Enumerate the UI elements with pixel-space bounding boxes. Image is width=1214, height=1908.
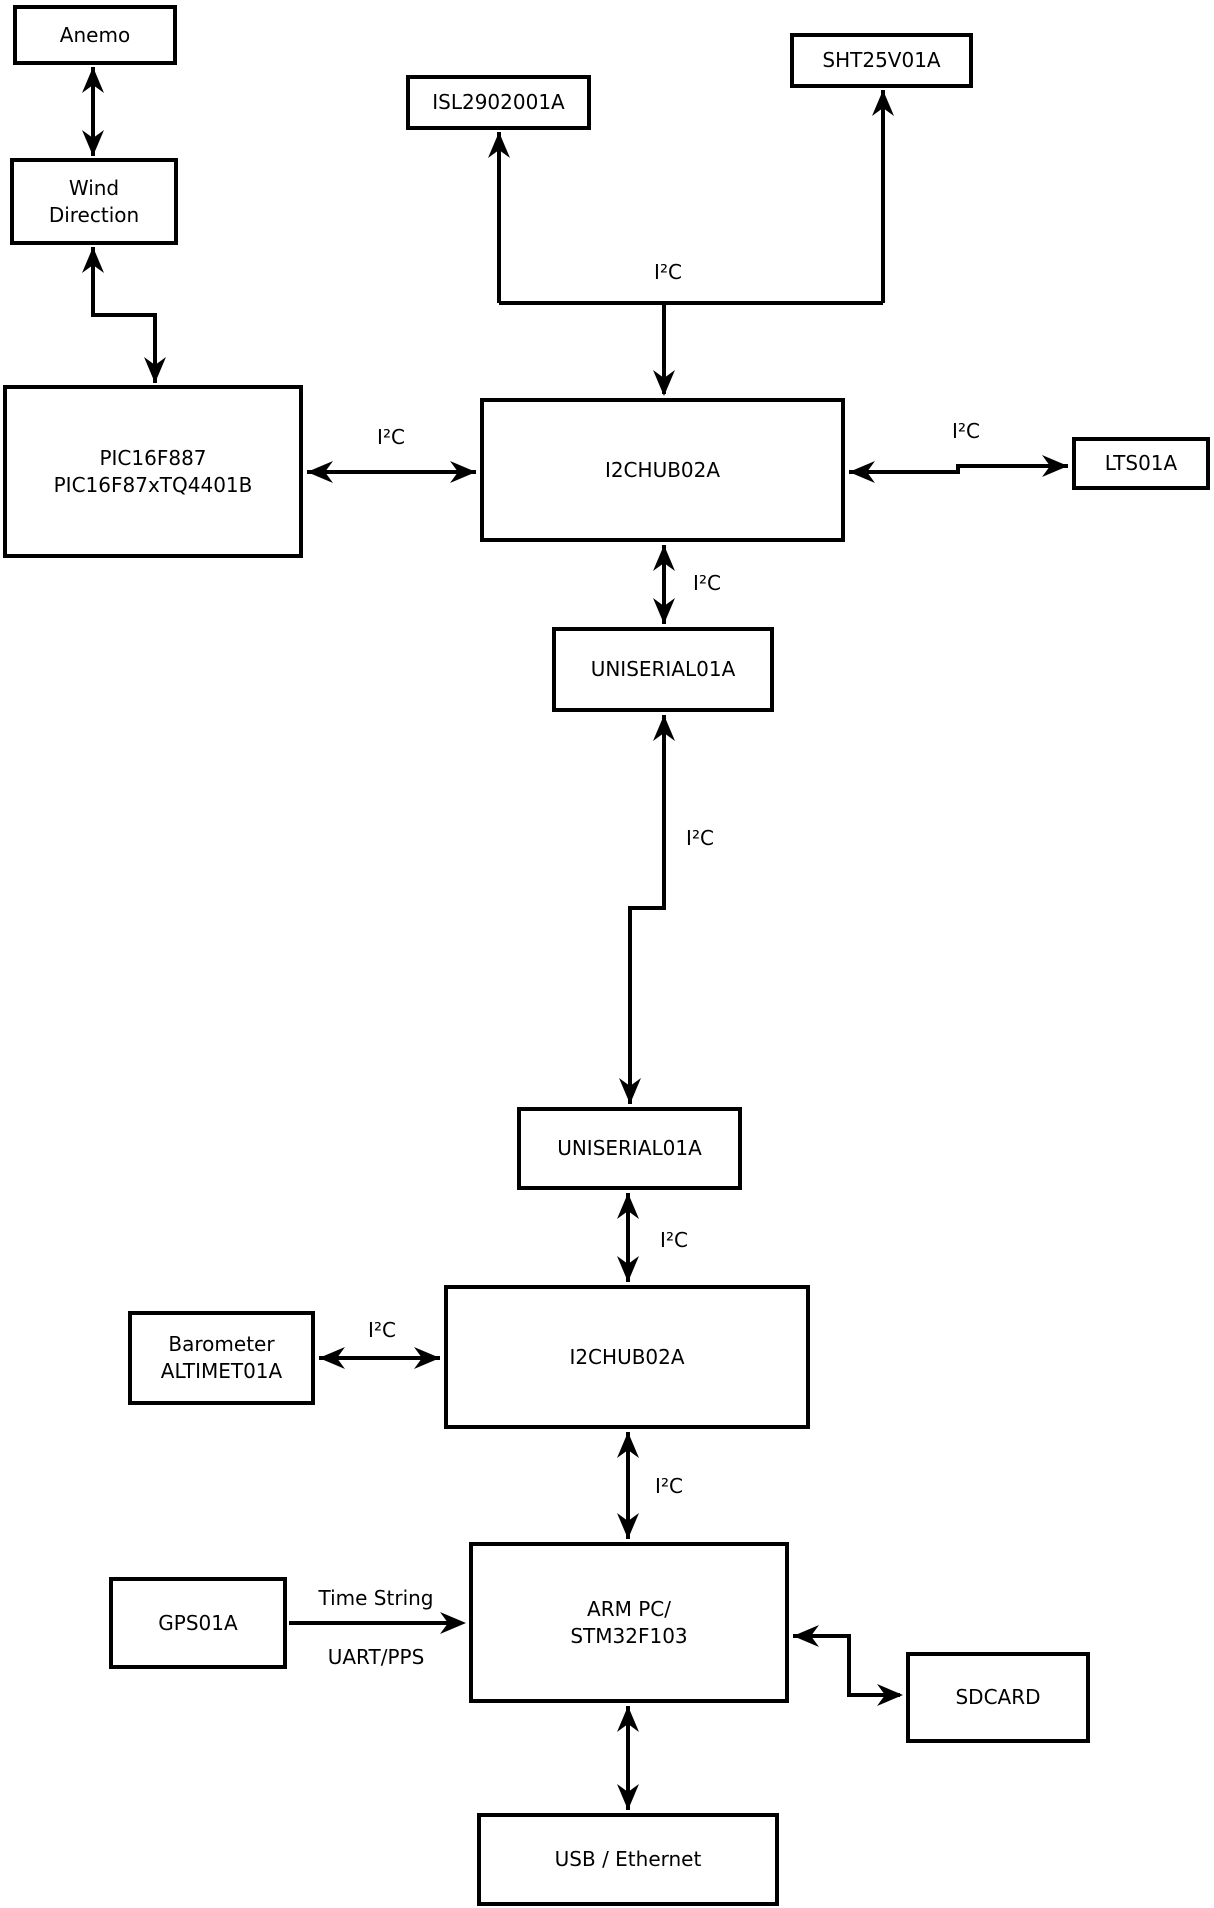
arrowhead-down [617, 1784, 639, 1810]
node-i2chub02a-top: I2CHUB02A [480, 398, 845, 542]
arrowhead-left [307, 461, 333, 483]
node-sdcard-label: SDCARD [955, 1685, 1041, 1709]
edge-uniserial-uniserial [619, 715, 675, 1104]
edge-label-i2c-hub-lts: I²C [952, 419, 980, 443]
arrowhead-up [617, 1432, 639, 1458]
edge-label-i2c-uniserial-link: I²C [686, 826, 714, 850]
node-lts01a: LTS01A [1072, 437, 1210, 490]
arrowhead-left [319, 1347, 345, 1369]
node-arm-pc-label2: STM32F103 [570, 1623, 688, 1648]
edge-pic-hub1 [307, 461, 476, 483]
edge-label-i2c-barometer-hub2: I²C [368, 1318, 396, 1342]
arrowhead-down [617, 1513, 639, 1539]
edge-label-i2c-uniserial-hub2: I²C [660, 1228, 688, 1252]
node-wind-direction-label2: Direction [48, 202, 140, 227]
node-wind-direction: Wind Direction [10, 158, 178, 245]
edge-wind-pic [82, 247, 166, 383]
arrowhead-right [877, 1684, 903, 1706]
node-usb-ethernet-label: USB / Ethernet [554, 1847, 702, 1871]
edge-uniserial-hub2 [617, 1193, 639, 1282]
node-anemo-label: Anemo [59, 22, 131, 47]
edge-hub1-lts [849, 455, 1068, 483]
arrowhead-down [82, 130, 104, 156]
edge-arm-sdcard [793, 1625, 903, 1706]
arrowhead-up [872, 90, 894, 116]
node-sht25v01a-label: SHT25V01A [822, 48, 941, 72]
arrowhead-right [440, 1612, 466, 1634]
arrowhead-left [849, 461, 875, 483]
node-gps01a: GPS01A [109, 1577, 287, 1669]
edge-hub1-uniserial [653, 545, 675, 624]
node-barometer-altimet01a: Barometer ALTIMET01A [128, 1311, 315, 1405]
edge-label-i2c-bus-top: I²C [654, 260, 682, 284]
node-i2chub02a-top-label: I2CHUB02A [604, 457, 721, 482]
node-i2chub02a-bottom: I2CHUB02A [444, 1285, 810, 1429]
arrowhead-up [617, 1193, 639, 1219]
node-pic16f887-label2: PIC16F87xTQ4401B [53, 472, 253, 497]
arrowhead-up [82, 67, 104, 93]
edge-gps-arm [289, 1612, 466, 1634]
node-uniserial01a-lower-label: UNISERIAL01A [557, 1136, 702, 1160]
node-i2chub02a-bottom-label: I2CHUB02A [569, 1344, 685, 1369]
arrowhead-up [82, 247, 104, 273]
node-usb-ethernet: USB / Ethernet [477, 1813, 779, 1906]
edge-label-i2c-hub2-arm: I²C [655, 1474, 683, 1498]
arrowhead-down [144, 357, 166, 383]
arrowhead-right [414, 1347, 440, 1369]
arrowhead-down [617, 1256, 639, 1282]
node-isl2902001a: ISL2902001A [406, 75, 591, 130]
node-pic16f887-label1: PIC16F887 [99, 445, 207, 470]
node-sdcard: SDCARD [906, 1652, 1090, 1743]
node-lts01a-label: LTS01A [1104, 451, 1178, 475]
edge-label-i2c-hub-uniserial: I²C [693, 571, 721, 595]
edge-hub2-arm [617, 1432, 639, 1539]
node-anemo: Anemo [13, 5, 177, 65]
edge-barometer-hub2 [319, 1347, 440, 1369]
edge-label-time-string: Time String [318, 1586, 434, 1610]
arrowhead-down [653, 598, 675, 624]
arrowhead-up [617, 1706, 639, 1732]
node-pic16f887: PIC16F887 PIC16F87xTQ4401B [3, 385, 303, 558]
arrowhead-up [488, 132, 510, 158]
node-isl2902001a-label: ISL2902001A [432, 90, 565, 114]
arrowhead-up [653, 545, 675, 571]
edge-arm-usb [617, 1706, 639, 1810]
node-uniserial01a-upper-label: UNISERIAL01A [590, 657, 736, 681]
arrowhead-right [1042, 455, 1068, 477]
node-sht25v01a: SHT25V01A [790, 33, 973, 88]
node-uniserial01a-lower: UNISERIAL01A [517, 1107, 742, 1190]
edge-label-uart-pps: UART/PPS [327, 1645, 425, 1669]
arrowhead-down [653, 370, 675, 396]
node-barometer-label1: Barometer [168, 1332, 275, 1356]
node-wind-direction-label1: Wind [68, 175, 120, 200]
arrowhead-right [450, 461, 476, 483]
node-arm-pc-stm32f103: ARM PC/ STM32F103 [469, 1542, 789, 1703]
node-arm-pc-label1: ARM PC/ [587, 1596, 671, 1621]
arrowhead-up [653, 715, 675, 741]
edge-anemo-wind [82, 67, 104, 156]
arrowhead-left [793, 1625, 819, 1647]
arrowhead-down [619, 1078, 641, 1104]
edge-label-i2c-pic-hub: I²C [377, 425, 405, 449]
node-uniserial01a-upper: UNISERIAL01A [552, 627, 774, 712]
edge-i2c-bus-top [488, 90, 894, 396]
node-gps01a-label: GPS01A [158, 1610, 238, 1635]
node-barometer-label2: ALTIMET01A [160, 1359, 283, 1383]
